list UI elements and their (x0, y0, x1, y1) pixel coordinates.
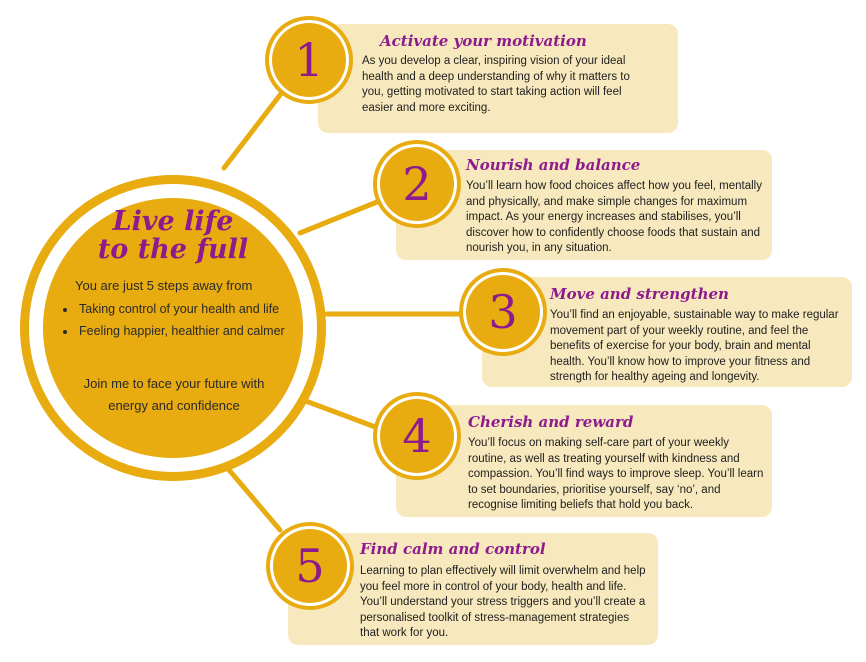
hub-title: Live life to the full (97, 206, 249, 265)
step-2-box: Nourish and balance You’ll learn how foo… (396, 150, 772, 260)
step-3-box: Move and strengthen You’ll find an enjoy… (482, 277, 852, 387)
connector-5 (221, 461, 283, 533)
step-3-title: Move and strengthen (550, 285, 729, 303)
step-5-number-badge: 5 (273, 529, 347, 603)
connector-2 (297, 197, 385, 236)
connector-1 (221, 79, 293, 171)
step-3-number-badge: 3 (466, 275, 540, 349)
hub-closing: Join me to face your future with energy … (83, 376, 265, 413)
step-2-title: Nourish and balance (466, 156, 641, 174)
step-4-title: Cherish and reward (468, 413, 634, 431)
step-2-text: You’ll learn how food choices affect how… (466, 180, 762, 254)
connector-4 (300, 397, 381, 431)
step-5-text: Learning to plan effectively will limit … (360, 565, 646, 639)
step-5-box: Find calm and control Learning to plan e… (288, 533, 658, 645)
hub-intro: You are just 5 steps away from (75, 278, 253, 293)
step-1-number-badge: 1 (272, 23, 346, 97)
step-1-text: As you develop a clear, inspiring vision… (362, 55, 630, 114)
hub-bullet-list: Taking control of your health and life F… (59, 298, 307, 342)
step-4-number-badge: 4 (380, 399, 454, 473)
hub-bullet: Taking control of your health and life (77, 298, 307, 320)
step-3-text: You’ll find an enjoyable, sustainable wa… (550, 309, 839, 383)
step-4-text: You’ll focus on making self-care part of… (468, 437, 764, 511)
step-1-title: Activate your motivation (380, 32, 587, 50)
hub-circle: Live life to the full You are just 5 ste… (43, 198, 303, 458)
step-4-box: Cherish and reward You’ll focus on makin… (396, 405, 772, 517)
hub-bullet: Feeling happier, healthier and calmer (77, 320, 307, 342)
step-1-box: Activate your motivation As you develop … (318, 24, 678, 133)
step-2-number-badge: 2 (380, 147, 454, 221)
step-5-title: Find calm and control (360, 540, 546, 558)
